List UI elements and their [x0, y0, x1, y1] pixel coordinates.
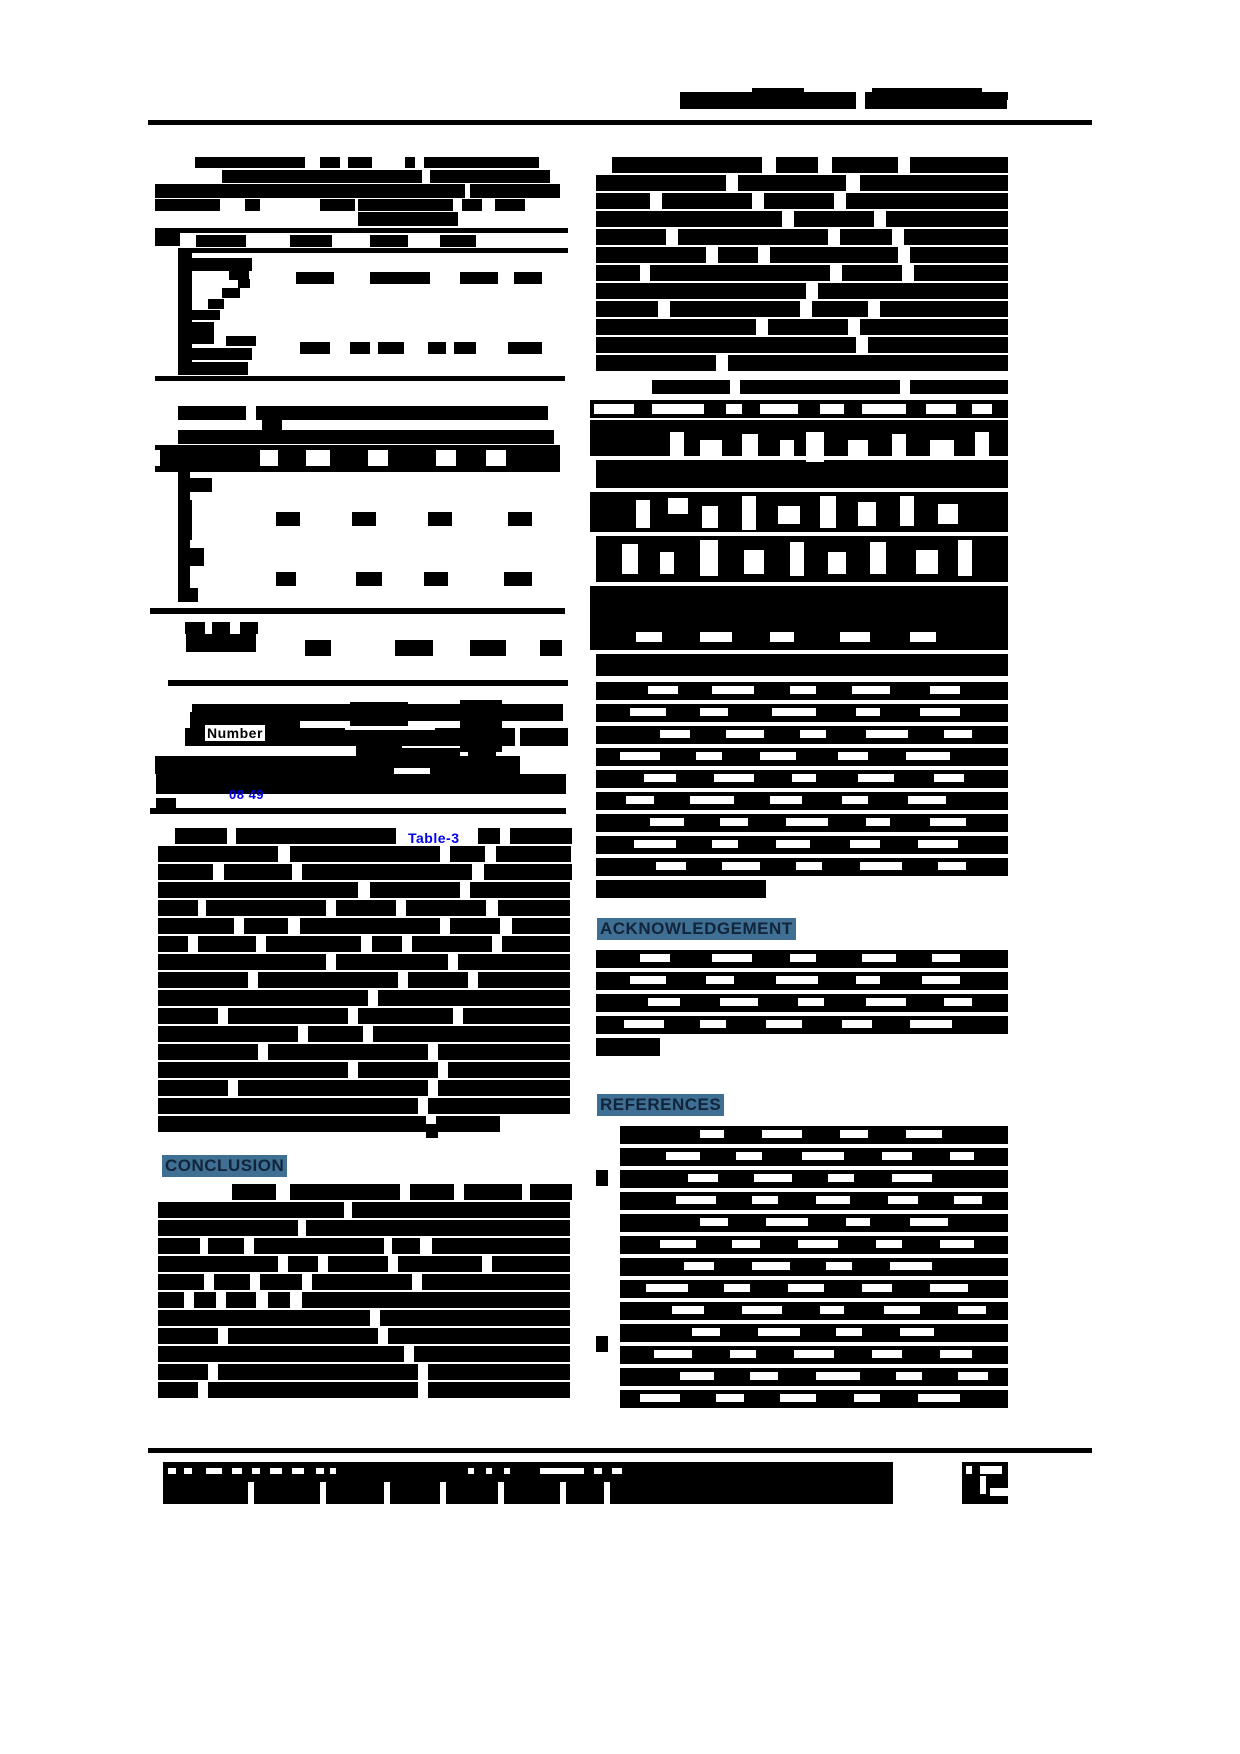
header-rule [148, 120, 1092, 125]
section-heading-acknowledgement: ACKNOWLEDGEMENT [597, 918, 796, 940]
table-1-top-rule [178, 228, 568, 233]
header-block-1b [752, 88, 804, 94]
figure-1 [150, 690, 570, 820]
footer-rule [148, 1448, 1092, 1453]
header-block-2 [865, 92, 1007, 109]
header-block-2c [986, 92, 1008, 100]
section-heading-references: REFERENCES [597, 1094, 725, 1116]
header-block-1 [680, 92, 856, 109]
figure-1-label: Number [205, 725, 265, 741]
footer-citation [163, 1462, 893, 1504]
left-column: Number 08 49 Table-3 [0, 0, 600, 1754]
figure-1-values: 08 49 [229, 787, 265, 802]
section-heading-conclusion: CONCLUSION [162, 1155, 288, 1177]
header-block-2b [872, 88, 982, 94]
table-3-reference[interactable]: Table-3 [408, 830, 460, 846]
figure-1-xaxis [150, 808, 566, 814]
table-1-left-axis [178, 253, 192, 375]
